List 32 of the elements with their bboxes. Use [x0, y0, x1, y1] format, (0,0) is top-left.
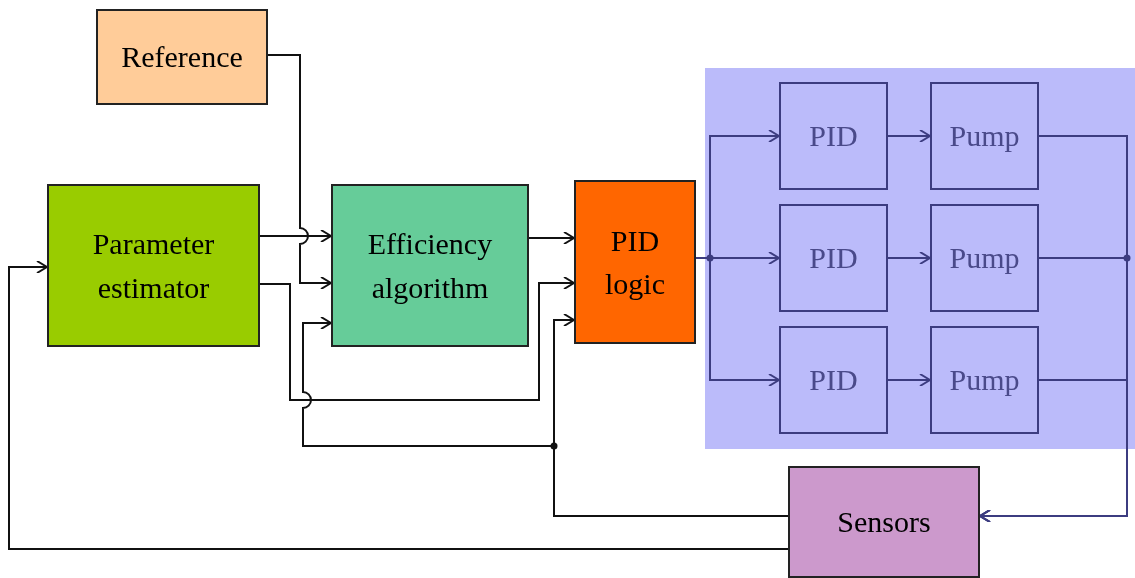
- arrow: [259, 276, 575, 401]
- pid-box: [779, 204, 888, 312]
- sensors-box: [788, 466, 980, 578]
- arrow: [528, 231, 575, 245]
- reference-box: [96, 9, 268, 105]
- estimator-box: [47, 184, 260, 347]
- node-label: Pump: [949, 118, 1020, 155]
- arrow: [887, 251, 931, 265]
- pump-box: [930, 82, 1039, 190]
- pid-box: [779, 82, 888, 190]
- pump-box: [930, 204, 1039, 312]
- algorithm-box: [331, 184, 529, 347]
- node-label: PID: [809, 118, 858, 155]
- arrow: [979, 379, 1128, 523]
- arrow: [887, 129, 931, 143]
- pump-box: [930, 326, 1039, 434]
- node-label: PID: [809, 240, 858, 277]
- node-label: Efficiency algorithm: [366, 226, 494, 306]
- arrow: [267, 54, 332, 290]
- group-band: [705, 68, 1135, 449]
- node-label: Reference: [121, 39, 243, 76]
- arrow: [8, 260, 789, 550]
- node-label: Sensors: [837, 504, 931, 541]
- node-label: Pump: [949, 362, 1020, 399]
- pid-box: [779, 326, 888, 434]
- node-label: Pump: [949, 240, 1020, 277]
- node-label: PID: [809, 362, 858, 399]
- arrow: [887, 373, 931, 387]
- node-label: PID logic: [604, 222, 666, 302]
- arrow: [259, 229, 332, 243]
- controller-box: [574, 180, 696, 344]
- node-label: Parameter estimator: [91, 226, 216, 306]
